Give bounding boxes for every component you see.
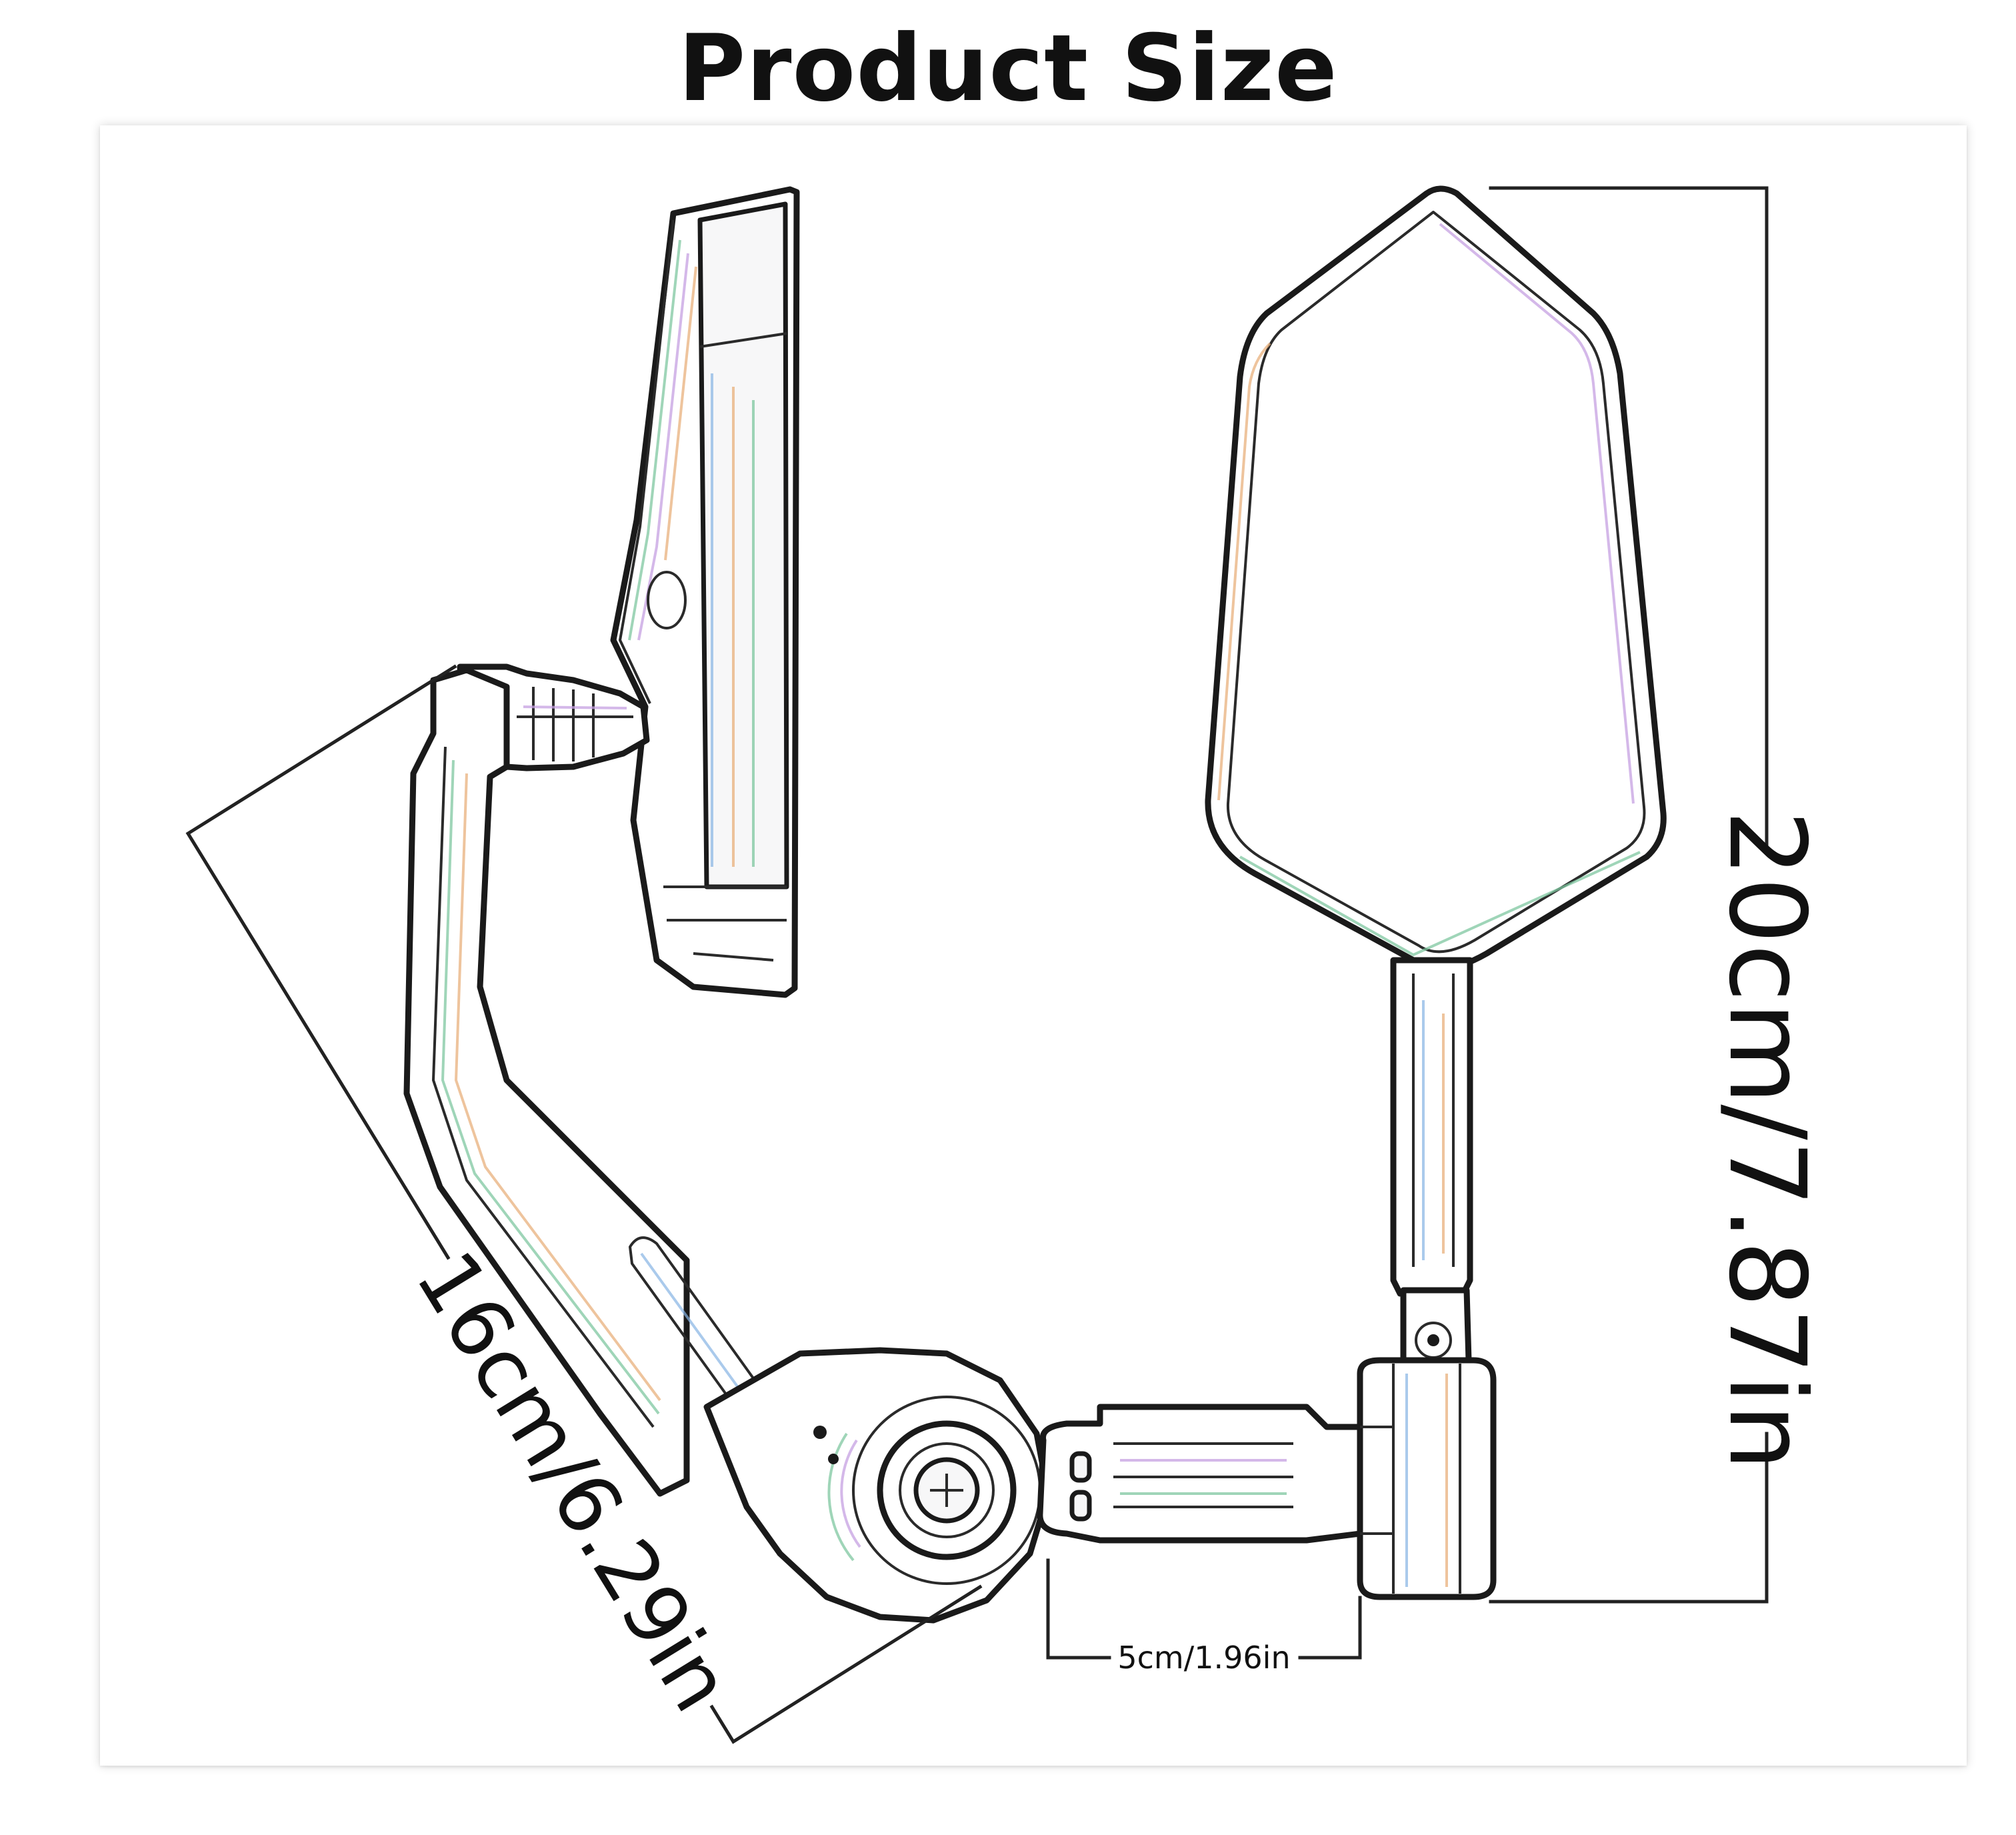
height-label: 20cm/7.87in bbox=[1705, 810, 1828, 1471]
front-view-mirror bbox=[1037, 185, 1667, 1600]
side-view-mirror bbox=[403, 186, 1051, 1624]
height-dimension: 20cm/7.87in bbox=[1489, 186, 1828, 1604]
base-width-dimension: 5cm/1.96in bbox=[1046, 1558, 1362, 1676]
base-width-label: 5cm/1.96in bbox=[1117, 1640, 1290, 1676]
page-title: Product Size bbox=[678, 15, 1338, 122]
